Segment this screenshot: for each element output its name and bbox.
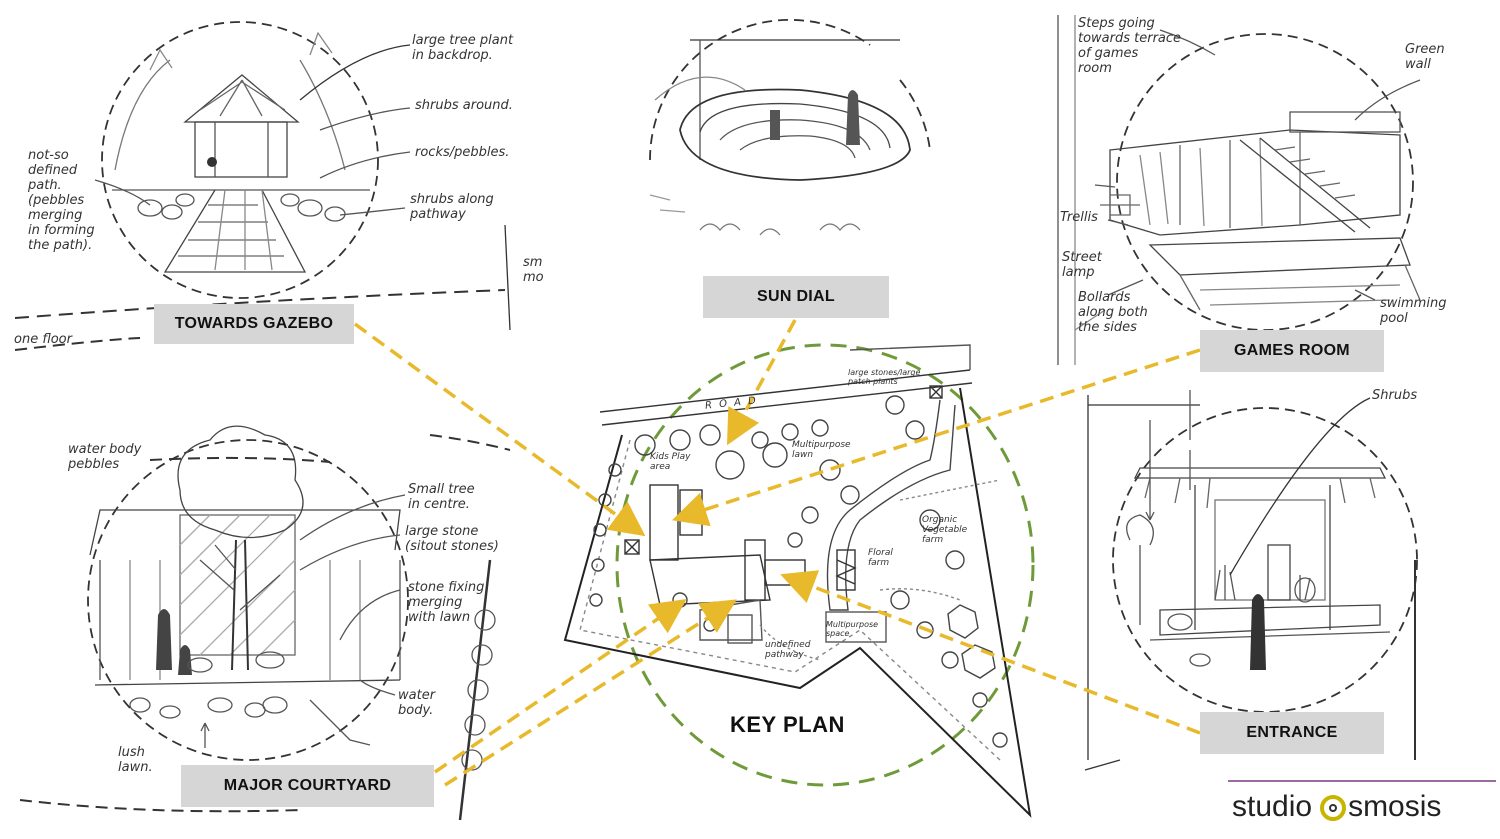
note-games-trellis: Trellis bbox=[1060, 210, 1098, 225]
note-courtyard-stone-fixing: stone fixing merging with lawn bbox=[408, 580, 485, 625]
note-games-green-wall: Green wall bbox=[1405, 42, 1445, 72]
key-plan-drawing bbox=[563, 343, 1035, 818]
key-plan-title: KEY PLAN bbox=[730, 712, 845, 737]
note-gazebo-path: not-so defined path. (pebbles merging in… bbox=[28, 148, 95, 253]
note-plan-vegetable-farm: Organic Vegetable farm bbox=[922, 515, 968, 545]
label-major-courtyard: MAJOR COURTYARD bbox=[181, 765, 434, 807]
games-room-sketch bbox=[1057, 15, 1421, 365]
label-towards-gazebo: TOWARDS GAZEBO bbox=[154, 304, 354, 344]
note-plan-floral-farm: Floral farm bbox=[868, 548, 893, 568]
note-gazebo-floor: one floor bbox=[14, 332, 72, 347]
logo-rule bbox=[1228, 780, 1496, 782]
note-games-bollards: Bollards along both the sides bbox=[1078, 290, 1148, 335]
logo-o-icon bbox=[1320, 795, 1347, 821]
note-gazebo-rocks: rocks/pebbles. bbox=[415, 145, 510, 160]
logo-word-studio: studio bbox=[1232, 790, 1313, 823]
note-games-street-lamp: Street lamp bbox=[1062, 250, 1102, 280]
note-courtyard-water-body: water body pebbles bbox=[68, 442, 142, 472]
note-games-pool: swimming pool bbox=[1380, 296, 1447, 326]
note-courtyard-lawn: lush lawn. bbox=[118, 745, 153, 775]
note-plan-kids-play: Kids Play area bbox=[650, 452, 691, 472]
note-courtyard-stone: large stone (sitout stones) bbox=[405, 524, 499, 554]
note-plan-stones: large stones/large patch plants bbox=[848, 368, 921, 386]
logo-word-smosis: smosis bbox=[1348, 790, 1442, 823]
note-courtyard-water: water body. bbox=[398, 688, 436, 718]
note-side: sm mo bbox=[523, 255, 544, 285]
studio-osmosis-logo: studio smosis bbox=[1228, 780, 1498, 830]
note-entrance-shrubs: Shrubs bbox=[1372, 388, 1418, 403]
label-sun-dial: SUN DIAL bbox=[703, 276, 889, 318]
note-gazebo-backdrop-tree: large tree plant in backdrop. bbox=[412, 33, 514, 63]
note-gazebo-shrubs: shrubs around. bbox=[415, 98, 513, 113]
note-gazebo-pathway-shrubs: shrubs along pathway bbox=[410, 192, 494, 222]
entrance-sketch bbox=[1084, 390, 1418, 771]
note-plan-space: Multipurpose space bbox=[826, 620, 879, 638]
note-plan-pathway: undefined pathway bbox=[765, 640, 811, 660]
note-games-steps: Steps going towards terrace of games roo… bbox=[1078, 16, 1182, 76]
sundial-sketch bbox=[649, 19, 931, 236]
note-courtyard-tree: Small tree in centre. bbox=[408, 482, 475, 512]
connector-arrows bbox=[353, 319, 1201, 787]
note-plan-lawn: Multipurpose lawn bbox=[792, 440, 851, 460]
label-games-room: GAMES ROOM bbox=[1200, 330, 1384, 372]
gazebo-sketch bbox=[14, 21, 511, 351]
courtyard-sketch bbox=[19, 425, 511, 821]
logo-wordmark: studio smosis bbox=[1232, 790, 1441, 824]
label-entrance: ENTRANCE bbox=[1200, 712, 1384, 754]
